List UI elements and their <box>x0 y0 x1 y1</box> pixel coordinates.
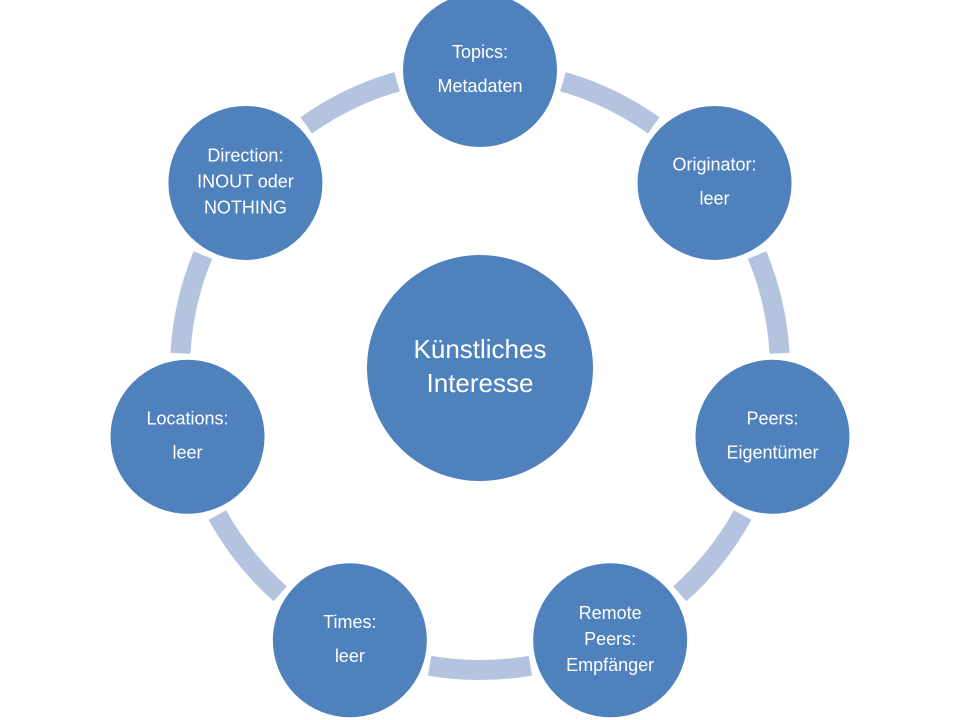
node-remote-peers-label-line-3: Empfänger <box>566 655 654 675</box>
node-times-circle <box>270 561 429 720</box>
node-direction-label-line-2: INOUT oder <box>197 172 294 192</box>
node-originator: Originator: leer <box>635 103 794 262</box>
connector-originator-to-peers <box>747 251 790 354</box>
connector-topics-to-originator <box>560 72 660 134</box>
node-direction-label-line-1: Direction: <box>207 146 283 166</box>
node-peers-label-line-1: Peers: <box>746 409 798 429</box>
node-direction-label-line-3: NOTHING <box>204 198 287 218</box>
connector-times-to-locations <box>208 510 287 602</box>
node-topics: Topics: Metadaten <box>401 0 559 149</box>
node-times-label-line-1: Times: <box>323 612 376 632</box>
node-topics-label-line-2: Metadaten <box>437 76 522 96</box>
node-originator-label-line-2: leer <box>700 189 730 209</box>
node-times-label-line-2: leer <box>335 646 365 666</box>
node-direction-circle <box>166 103 325 262</box>
connector-locations-to-direction <box>170 251 213 354</box>
node-locations-label-line-2: leer <box>173 443 203 463</box>
connector-direction-to-topics <box>300 72 400 134</box>
node-locations: Locations: leer <box>108 357 267 516</box>
node-remote-peers-label-line-1: Remote <box>579 603 642 623</box>
center-node-label-line-2: Interesse <box>427 368 534 398</box>
connector-ring <box>170 72 790 680</box>
node-remote-peers-label-line-2: Peers: <box>584 629 636 649</box>
node-originator-label-line-1: Originator: <box>673 155 757 175</box>
node-peers-circle <box>693 357 852 516</box>
node-remote-peers-circle <box>531 561 690 720</box>
node-times: Times: leer <box>270 561 429 720</box>
connector-remote-peers-to-times <box>427 655 533 680</box>
node-locations-label-line-1: Locations: <box>146 409 228 429</box>
node-topics-label-line-1: Topics: <box>452 42 508 62</box>
node-peers: Peers: Eigentümer <box>693 357 852 516</box>
node-peers-label-line-2: Eigentümer <box>726 443 818 463</box>
connector-peers-to-remote-peers <box>673 510 752 602</box>
center-node-circle <box>365 253 595 483</box>
node-topics-circle <box>401 0 559 149</box>
outer-nodes: Topics:MetadatenOriginator:leerPeers:Eig… <box>108 0 852 720</box>
node-originator-circle <box>635 103 794 262</box>
center-node-label-line-1: Künstliches <box>414 334 547 364</box>
node-locations-circle <box>108 357 267 516</box>
